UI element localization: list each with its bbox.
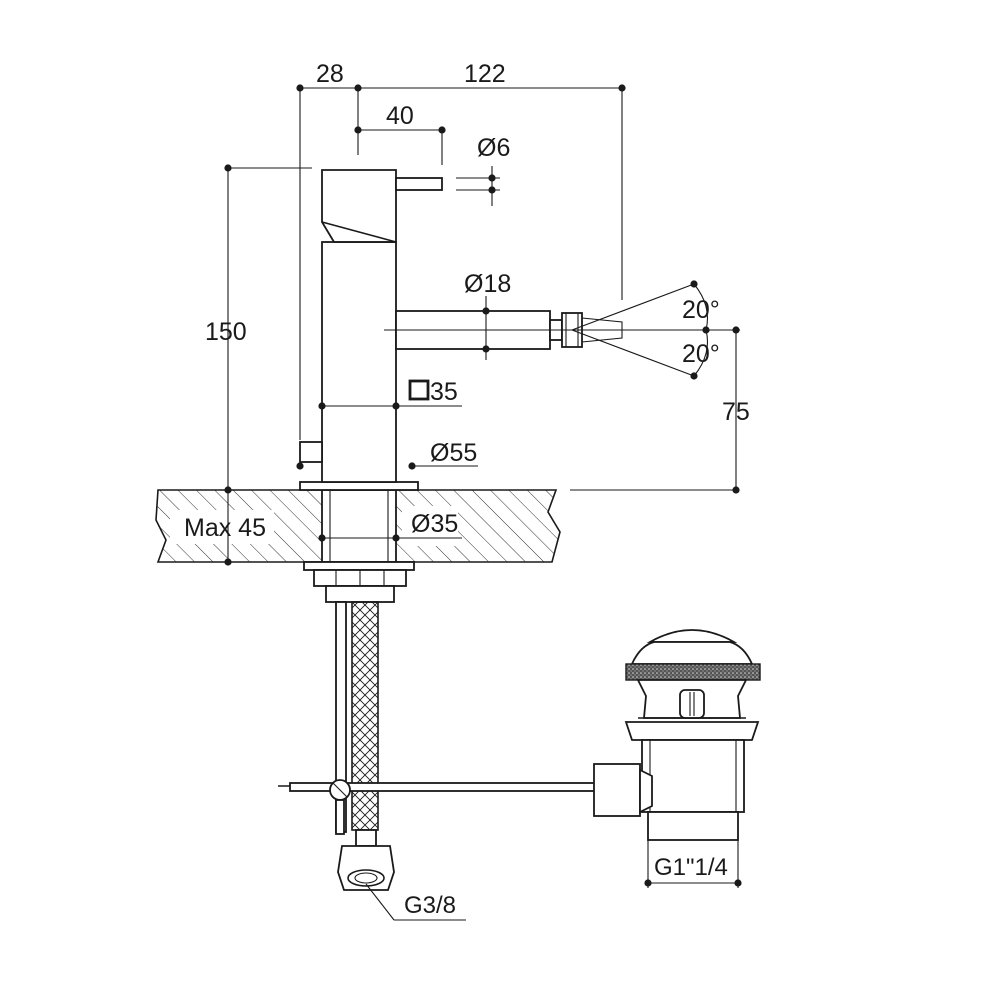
dimension-labels: 28 122 40 Ø6 Ø18 20° 20° 150 75 35 Ø55 Ø… (184, 60, 750, 919)
dim-swivel-up-label: 20° (682, 296, 720, 324)
dim-122-label: 122 (464, 60, 506, 88)
dim-base-dia-label: Ø55 (430, 439, 477, 467)
dim-body-square-label: 35 (430, 378, 458, 406)
dim-40-label: 40 (386, 102, 414, 130)
flexible-hose (335, 601, 395, 891)
dim-28-label: 28 (316, 60, 344, 88)
dimension-lines (224, 84, 742, 921)
dim-deck-thickness-label: Max 45 (184, 514, 266, 542)
waste-thread-label: G1"1/4 (654, 854, 728, 881)
dim-spout-dia-label: Ø18 (464, 270, 511, 298)
pop-up-linkage (278, 779, 601, 835)
mounting-nut (303, 561, 415, 603)
hose-thread-label: G3/8 (404, 892, 456, 919)
mixer-body (299, 169, 443, 563)
pop-up-waste (593, 629, 761, 841)
dim-height-label: 150 (205, 318, 247, 346)
dim-shank-dia-label: Ø35 (411, 510, 458, 538)
dim-spout-height-label: 75 (722, 398, 750, 426)
dim-lever-dia-label: Ø6 (477, 134, 510, 162)
dim-swivel-down-label: 20° (682, 340, 720, 368)
